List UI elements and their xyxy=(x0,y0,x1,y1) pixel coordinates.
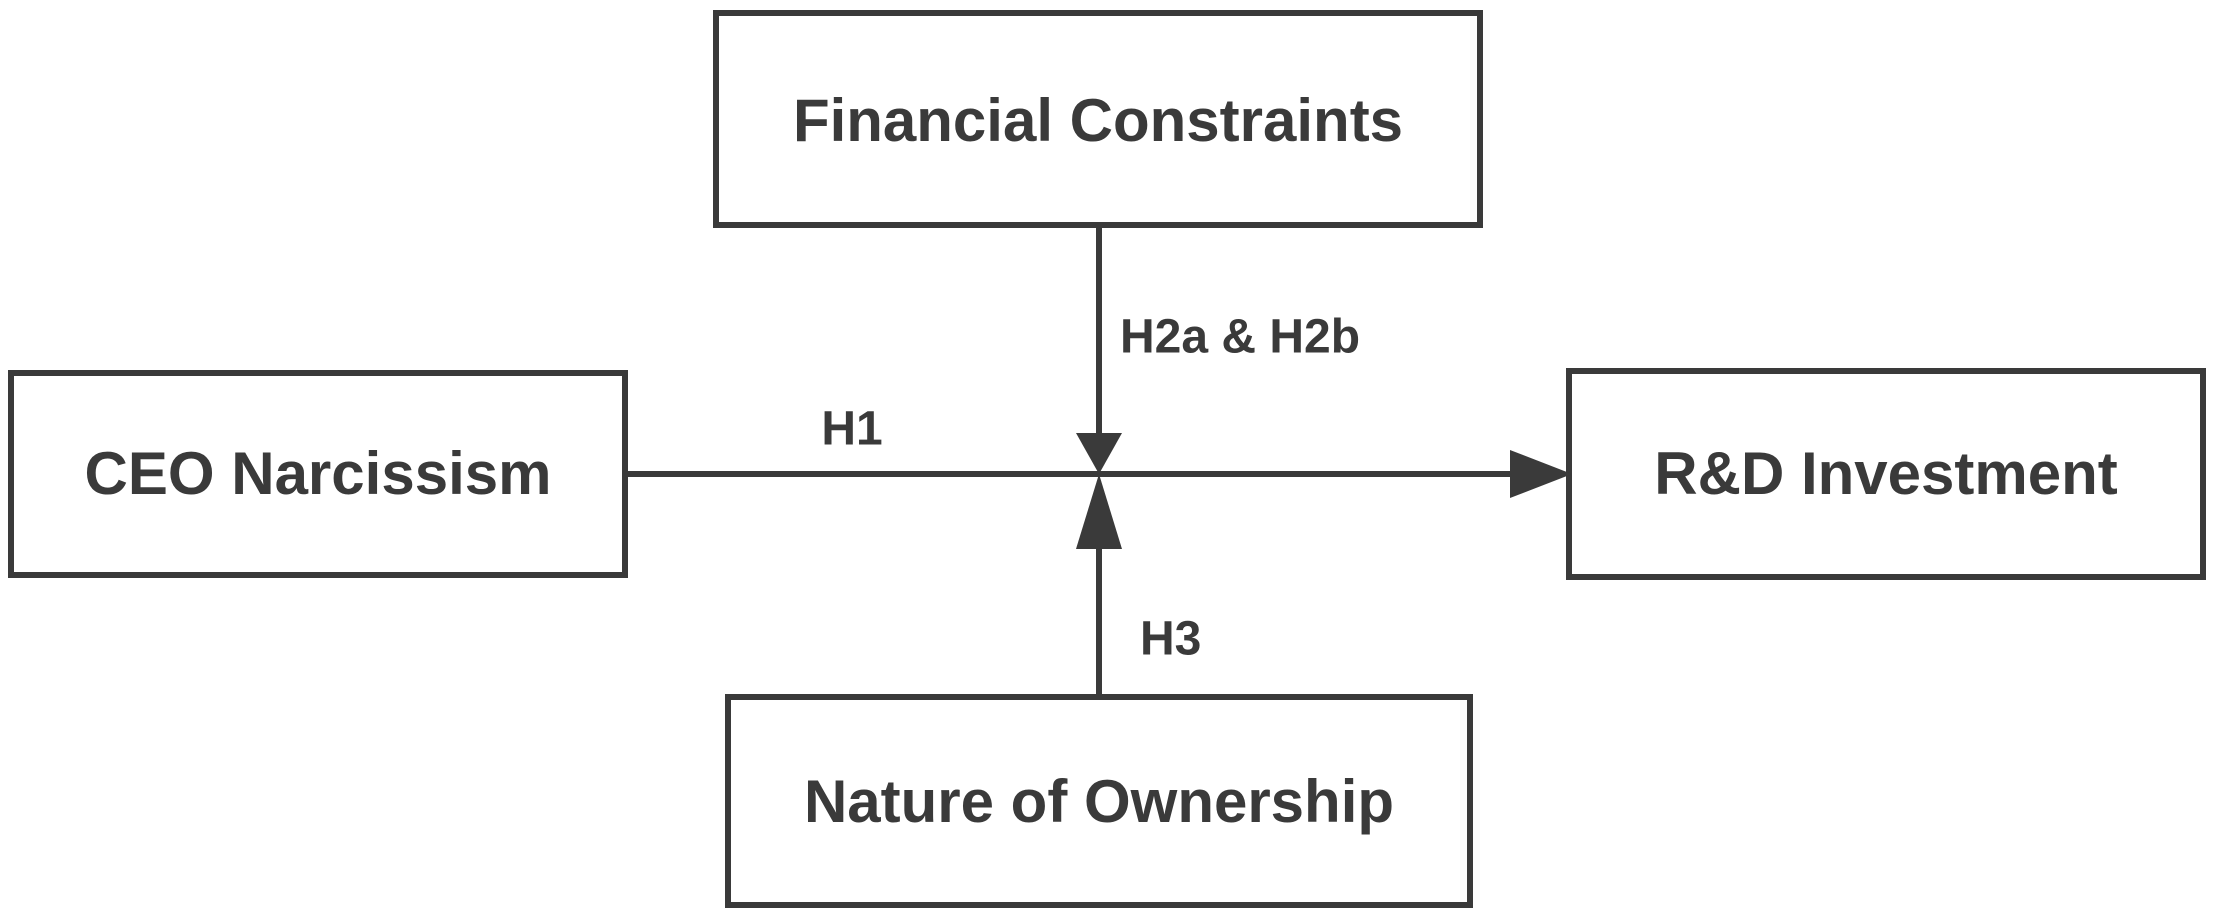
edge-h2-label: H2a & H2b xyxy=(1120,311,1360,364)
edge-h2: H2a & H2b xyxy=(1076,225,1360,474)
node-ceo-narcissism: CEO Narcissism xyxy=(8,370,628,578)
edge-h3-arrowhead xyxy=(1076,474,1122,549)
node-financial-constraints-label: Financial Constraints xyxy=(793,87,1403,154)
edge-h3: H3 xyxy=(1076,474,1201,697)
edge-h1-arrowhead xyxy=(1510,450,1572,498)
edge-h1-label: H1 xyxy=(821,403,882,456)
node-ceo-narcissism-label: CEO Narcissism xyxy=(85,440,552,507)
edge-h1: H1 xyxy=(625,403,1572,498)
node-nature-of-ownership: Nature of Ownership xyxy=(725,694,1473,908)
node-rd-investment: R&D Investment xyxy=(1566,368,2206,580)
node-rd-investment-label: R&D Investment xyxy=(1654,440,2117,507)
node-financial-constraints: Financial Constraints xyxy=(713,10,1483,228)
edge-h2-arrowhead xyxy=(1076,433,1122,474)
edge-h3-label: H3 xyxy=(1140,613,1201,666)
node-nature-of-ownership-label: Nature of Ownership xyxy=(804,768,1394,835)
